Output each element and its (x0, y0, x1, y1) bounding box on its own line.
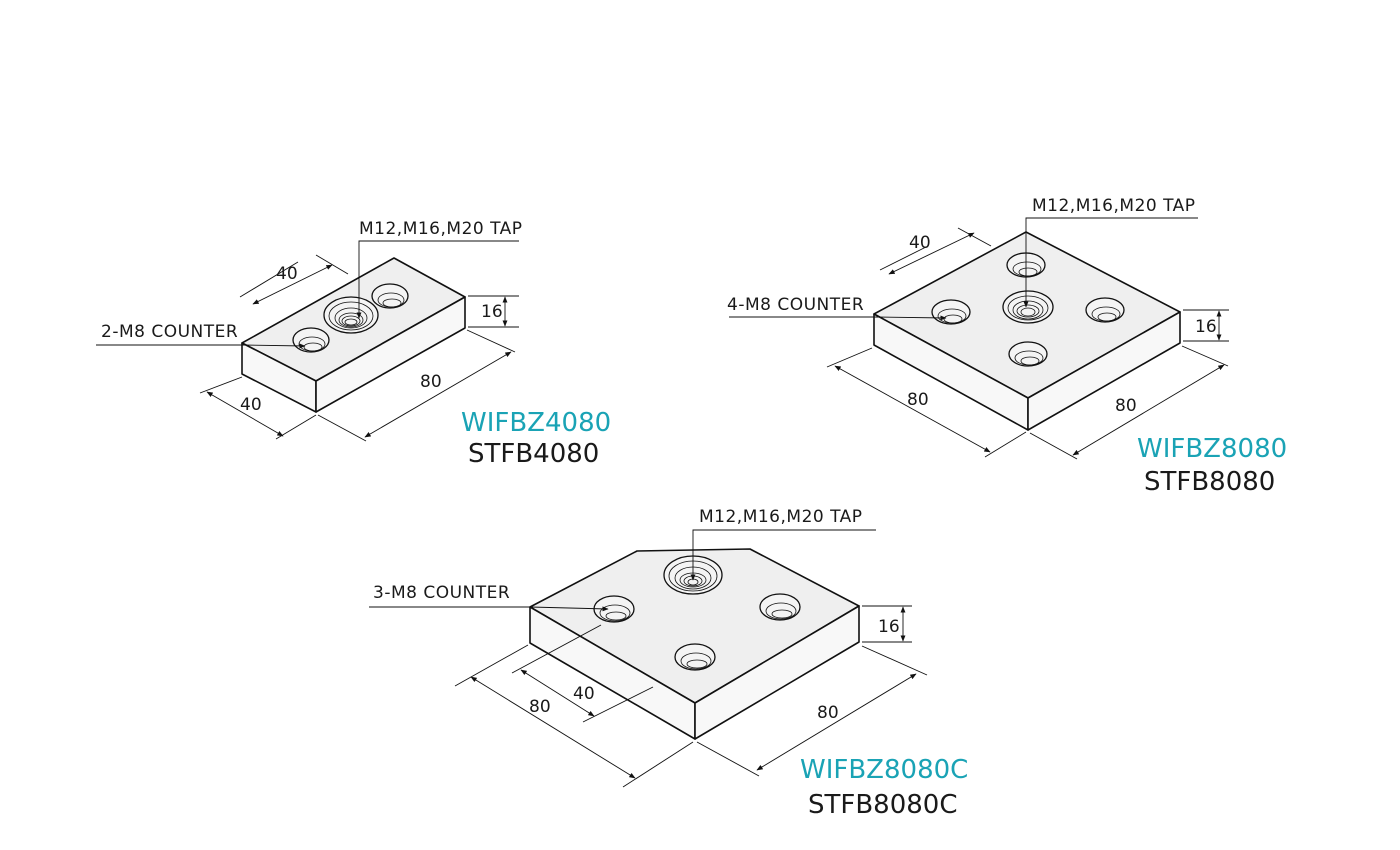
part-4080-counter-label: 2-M8 COUNTER (101, 322, 238, 342)
part-4080-dim-length: 80 (420, 372, 442, 392)
part-4080-dim-thickness: 16 (481, 302, 503, 322)
part-8080-counter-hole (1085, 297, 1125, 323)
part-4080-tap-label: M12,M16,M20 TAP (359, 219, 523, 239)
part-8080c-dim-length: 80 (817, 703, 839, 723)
part-8080-dim-width: 80 (907, 390, 929, 410)
part-8080-counter-label: 4-M8 COUNTER (727, 295, 864, 315)
part-4080-code-secondary: STFB4080 (468, 439, 599, 469)
part-4080-code-primary: WIFBZ4080 (461, 408, 611, 438)
part-8080c-counter-hole (593, 595, 635, 623)
part-8080-counter-hole (1008, 341, 1048, 367)
part-8080c-counter-hole (674, 643, 716, 671)
part-4080-counter-hole (292, 327, 330, 353)
part-8080c-right-face (694, 605, 860, 740)
part-4080-dim-width: 40 (240, 395, 262, 415)
part-8080-tap-label: M12,M16,M20 TAP (1032, 196, 1196, 216)
part-8080c-drawing: M12,M16,M20 TAP 3-M8 COUNTER 16 40 80 80… (369, 507, 968, 820)
part-4080-dim-pitch: 40 (276, 264, 298, 284)
part-8080c-dim-thickness: 16 (878, 617, 900, 637)
part-8080-counter-hole (931, 299, 971, 325)
part-8080-drawing: M12,M16,M20 TAP 4-M8 COUNTER 40 16 80 80… (727, 196, 1287, 497)
part-8080c-tap-label: M12,M16,M20 TAP (699, 507, 863, 527)
part-8080c-dim-pitch: 40 (573, 684, 595, 704)
part-8080c-code-secondary: STFB8080C (808, 790, 958, 820)
part-8080c-dim-width: 80 (529, 697, 551, 717)
part-8080c-counter-label: 3-M8 COUNTER (373, 583, 510, 603)
part-8080-code-primary: WIFBZ8080 (1137, 434, 1287, 464)
part-8080c-counter-hole (759, 593, 801, 621)
part-4080-tap-hole (323, 296, 379, 334)
part-8080c-code-primary: WIFBZ8080C (800, 755, 968, 785)
part-8080-dim-pitch: 40 (909, 233, 931, 253)
part-8080-code-secondary: STFB8080 (1144, 467, 1275, 497)
part-8080-dim-thickness: 16 (1195, 317, 1217, 337)
part-4080-counter-hole (371, 283, 409, 309)
part-4080-drawing: M12,M16,M20 TAP 2-M8 COUNTER 40 16 40 80… (96, 219, 611, 469)
part-8080-dim-length: 80 (1115, 396, 1137, 416)
part-8080-tap-hole (1002, 290, 1054, 324)
